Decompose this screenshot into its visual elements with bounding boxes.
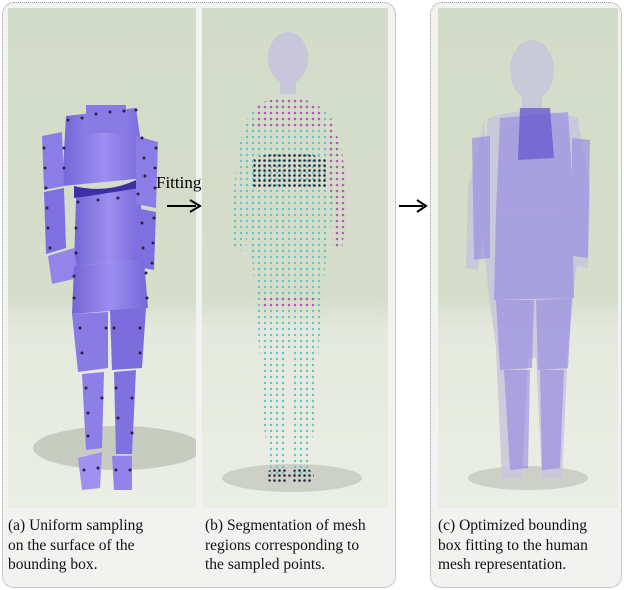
caption-line: mesh representation. bbox=[438, 555, 588, 575]
caption-line: (c) Optimized bounding bbox=[438, 516, 588, 536]
caption-line: box fitting to the human bbox=[438, 536, 588, 556]
panel-b-segmented-mesh bbox=[202, 8, 388, 508]
bounding-box-figure bbox=[8, 8, 196, 508]
caption-line: bounding box. bbox=[8, 555, 143, 575]
panel-c-optimized-fit bbox=[438, 8, 618, 508]
arrow-right-icon bbox=[166, 198, 202, 214]
panel-a-bounding-box-sampling bbox=[8, 8, 196, 508]
caption-b: (b) Segmentation of mesh regions corresp… bbox=[205, 516, 366, 575]
caption-line: the sampled points. bbox=[205, 555, 366, 575]
caption-line: on the surface of the bbox=[8, 536, 143, 556]
caption-line: (b) Segmentation of mesh bbox=[205, 516, 366, 536]
arrow-right-icon bbox=[398, 198, 428, 214]
caption-c: (c) Optimized bounding box fitting to th… bbox=[438, 516, 588, 575]
caption-a: (a) Uniform sampling on the surface of t… bbox=[8, 516, 143, 575]
caption-line: (a) Uniform sampling bbox=[8, 516, 143, 536]
optimized-fit-figure bbox=[438, 8, 618, 508]
segmented-mesh-figure bbox=[202, 8, 388, 508]
fitting-label: Fitting bbox=[156, 173, 201, 193]
caption-line: regions corresponding to bbox=[205, 536, 366, 556]
